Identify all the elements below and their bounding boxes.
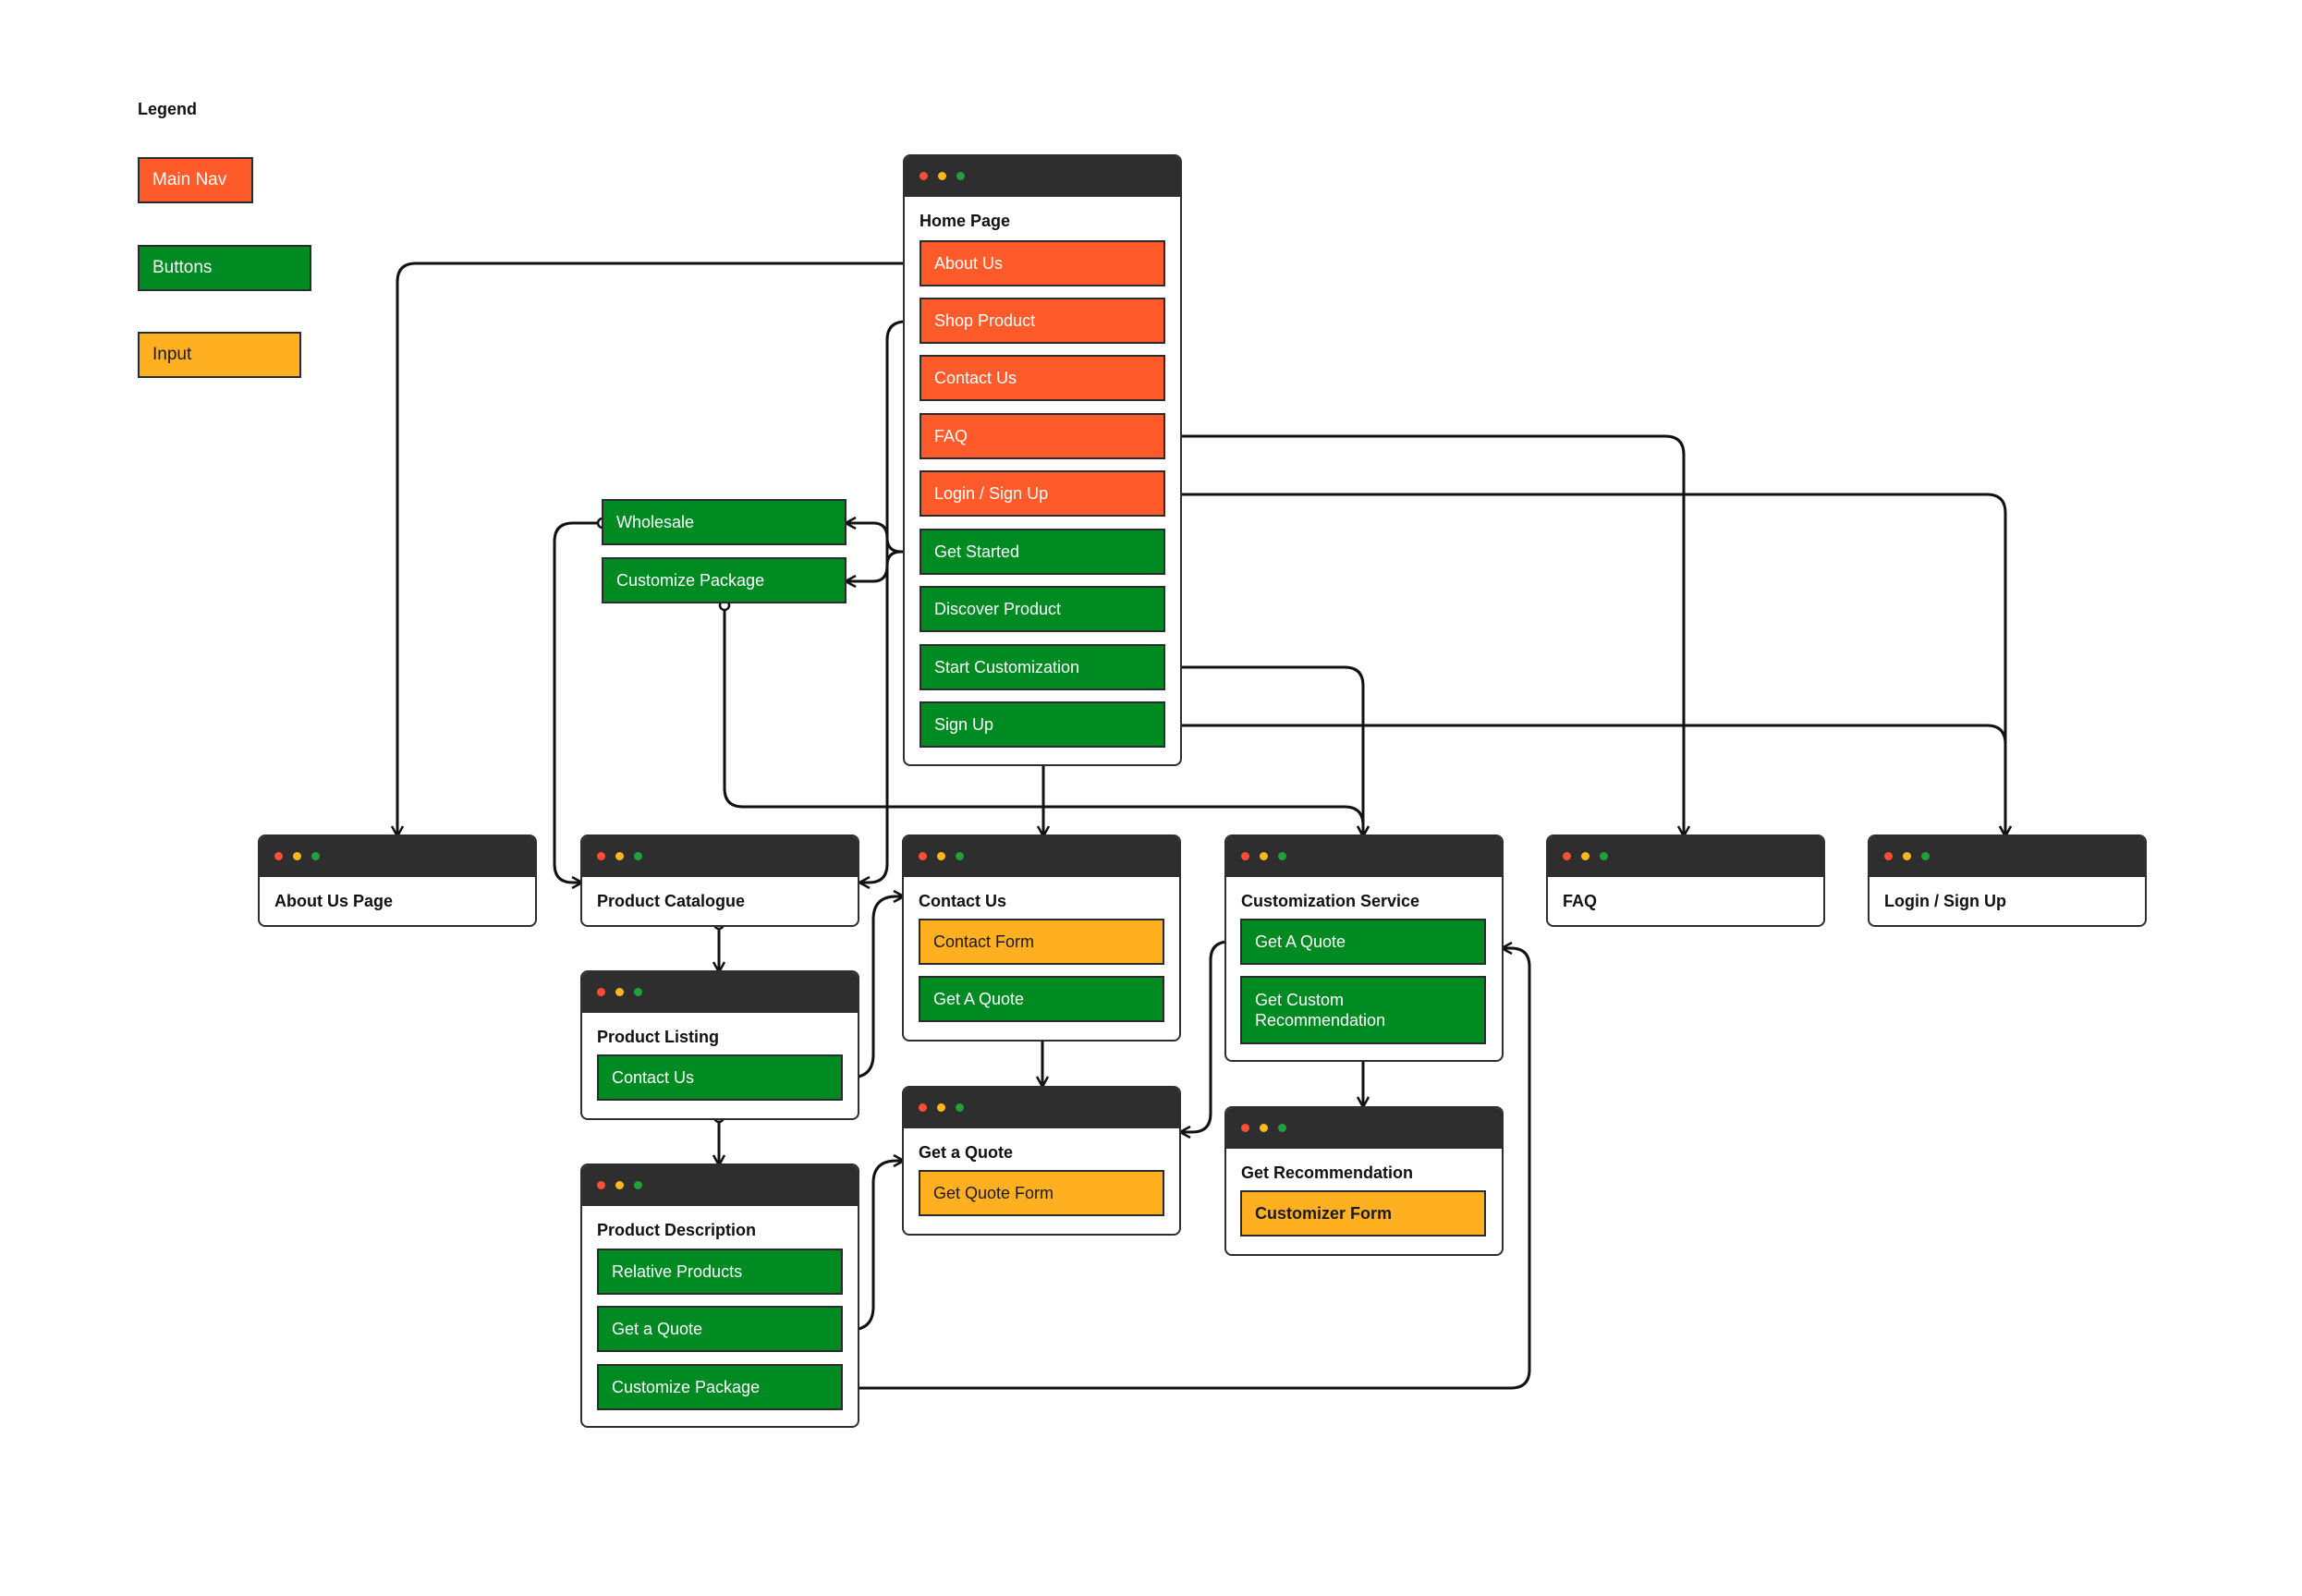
description-get-quote-button[interactable]: Get a Quote xyxy=(597,1306,843,1352)
maximize-dot-icon xyxy=(311,852,320,860)
login-signup-page-title: Login / Sign Up xyxy=(1884,892,2006,910)
maximize-dot-icon xyxy=(956,1103,964,1112)
faq-page-window: FAQ xyxy=(1546,835,1825,927)
window-title-bar xyxy=(1226,1108,1502,1149)
minimize-dot-icon xyxy=(1260,1124,1268,1132)
maximize-dot-icon xyxy=(956,852,964,860)
close-dot-icon xyxy=(1884,852,1893,860)
minimize-dot-icon xyxy=(615,988,624,996)
description-customize-package-button[interactable]: Customize Package xyxy=(597,1364,843,1410)
home-discover-product-button[interactable]: Discover Product xyxy=(920,586,1165,632)
link-start-customization xyxy=(1166,665,1363,836)
close-dot-icon xyxy=(1563,852,1571,860)
minimize-dot-icon xyxy=(1581,852,1589,860)
link-faq xyxy=(1166,434,1684,836)
maximize-dot-icon xyxy=(1278,1124,1286,1132)
link-sign-up xyxy=(1166,724,2005,836)
maximize-dot-icon xyxy=(634,1181,642,1189)
maximize-dot-icon xyxy=(1600,852,1608,860)
minimize-dot-icon xyxy=(615,852,624,860)
close-dot-icon xyxy=(274,852,283,860)
close-dot-icon xyxy=(919,852,927,860)
legend-main-nav: Main Nav xyxy=(138,157,253,203)
window-title-bar xyxy=(1548,836,1823,877)
link-shop-product xyxy=(859,320,921,883)
contact-form-input[interactable]: Contact Form xyxy=(919,919,1164,965)
minimize-dot-icon xyxy=(937,1103,945,1112)
window-title-bar xyxy=(1870,836,2145,877)
maximize-dot-icon xyxy=(634,852,642,860)
window-title-bar xyxy=(904,1088,1179,1128)
minimize-dot-icon xyxy=(1260,852,1268,860)
customize-package-button[interactable]: Customize Package xyxy=(602,557,847,603)
close-dot-icon xyxy=(597,1181,605,1189)
get-a-quote-title: Get a Quote xyxy=(919,1143,1014,1162)
link-description-quote xyxy=(842,1161,904,1332)
contact-us-page-title: Contact Us xyxy=(919,892,1007,910)
customization-get-quote-button[interactable]: Get A Quote xyxy=(1240,919,1486,965)
close-dot-icon xyxy=(1241,852,1249,860)
legend-buttons: Buttons xyxy=(138,245,311,291)
get-quote-form-input[interactable]: Get Quote Form xyxy=(919,1170,1164,1216)
link-description-customize xyxy=(842,948,1531,1390)
home-login-signup-nav[interactable]: Login / Sign Up xyxy=(920,470,1165,517)
minimize-dot-icon xyxy=(293,852,301,860)
window-title-bar xyxy=(582,972,858,1013)
home-about-us-nav[interactable]: About Us xyxy=(920,240,1165,286)
product-catalogue-window: Product Catalogue xyxy=(580,835,859,927)
link-login xyxy=(1166,493,2005,836)
home-shop-product-nav[interactable]: Shop Product xyxy=(920,298,1165,344)
listing-contact-us-button[interactable]: Contact Us xyxy=(597,1054,843,1101)
link-wholesale xyxy=(553,521,603,883)
legend-title: Legend xyxy=(138,100,198,118)
window-title-bar xyxy=(582,836,858,877)
window-title-bar xyxy=(260,836,535,877)
home-start-customization-button[interactable]: Start Customization xyxy=(920,644,1165,690)
product-catalogue-title: Product Catalogue xyxy=(597,892,746,910)
about-us-page-window: About Us Page xyxy=(258,835,537,927)
minimize-dot-icon xyxy=(1903,852,1911,860)
minimize-dot-icon xyxy=(615,1181,624,1189)
link-about-us xyxy=(397,262,921,836)
product-listing-title: Product Listing xyxy=(597,1028,719,1046)
maximize-dot-icon xyxy=(634,988,642,996)
close-dot-icon xyxy=(919,1103,927,1112)
close-dot-icon xyxy=(597,852,605,860)
legend-input: Input xyxy=(138,332,301,378)
customizer-form-input[interactable]: Customizer Form xyxy=(1240,1190,1486,1237)
about-us-page-title: About Us Page xyxy=(274,892,394,910)
minimize-dot-icon xyxy=(938,172,946,180)
get-custom-recommendation-button[interactable]: Get Custom Recommendation xyxy=(1240,976,1486,1044)
link-get-started-customize xyxy=(846,550,921,581)
window-title-bar xyxy=(904,836,1179,877)
relative-products-button[interactable]: Relative Products xyxy=(597,1249,843,1295)
home-get-started-button[interactable]: Get Started xyxy=(920,529,1165,575)
maximize-dot-icon xyxy=(1278,852,1286,860)
close-dot-icon xyxy=(597,988,605,996)
maximize-dot-icon xyxy=(1921,852,1930,860)
maximize-dot-icon xyxy=(956,172,965,180)
home-contact-us-nav[interactable]: Contact Us xyxy=(920,355,1165,401)
link-listing-contact xyxy=(842,896,904,1079)
window-title-bar xyxy=(905,156,1180,197)
login-signup-page-window: Login / Sign Up xyxy=(1868,835,2147,927)
product-description-title: Product Description xyxy=(597,1221,757,1239)
close-dot-icon xyxy=(920,172,928,180)
window-title-bar xyxy=(582,1165,858,1206)
close-dot-icon xyxy=(1241,1124,1249,1132)
wholesale-button[interactable]: Wholesale xyxy=(602,499,847,545)
home-page-title: Home Page xyxy=(920,212,1011,230)
get-recommendation-title: Get Recommendation xyxy=(1241,1163,1414,1182)
faq-page-title: FAQ xyxy=(1563,892,1598,910)
home-sign-up-button[interactable]: Sign Up xyxy=(920,701,1165,748)
contact-get-quote-button[interactable]: Get A Quote xyxy=(919,976,1164,1022)
customization-service-title: Customization Service xyxy=(1241,892,1420,910)
home-faq-nav[interactable]: FAQ xyxy=(920,413,1165,459)
window-title-bar xyxy=(1226,836,1502,877)
minimize-dot-icon xyxy=(937,852,945,860)
link-custom-quote xyxy=(1180,940,1241,1132)
